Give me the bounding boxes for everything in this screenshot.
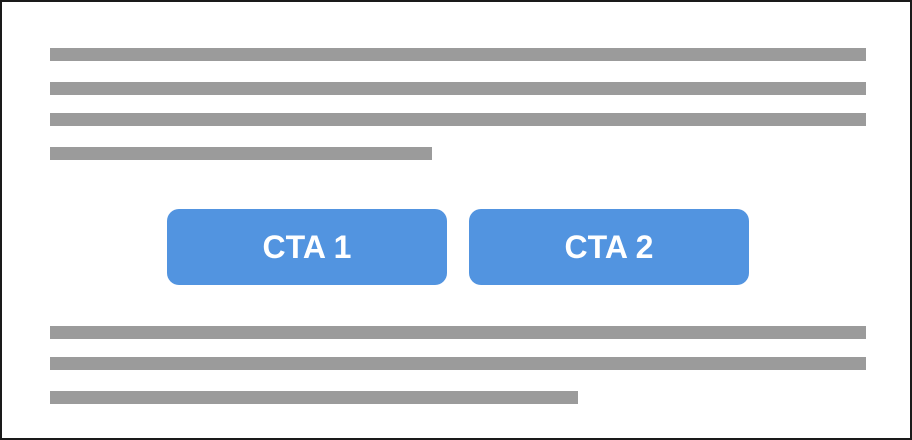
placeholder-text-line bbox=[50, 82, 866, 95]
cta-1-button[interactable]: CTA 1 bbox=[167, 209, 447, 285]
placeholder-text-line bbox=[50, 48, 866, 61]
placeholder-text-line bbox=[50, 357, 866, 370]
placeholder-text-line bbox=[50, 391, 578, 404]
placeholder-text-line bbox=[50, 147, 432, 160]
placeholder-text-line bbox=[50, 326, 866, 339]
cta-2-button[interactable]: CTA 2 bbox=[469, 209, 749, 285]
placeholder-text-line bbox=[50, 113, 866, 126]
